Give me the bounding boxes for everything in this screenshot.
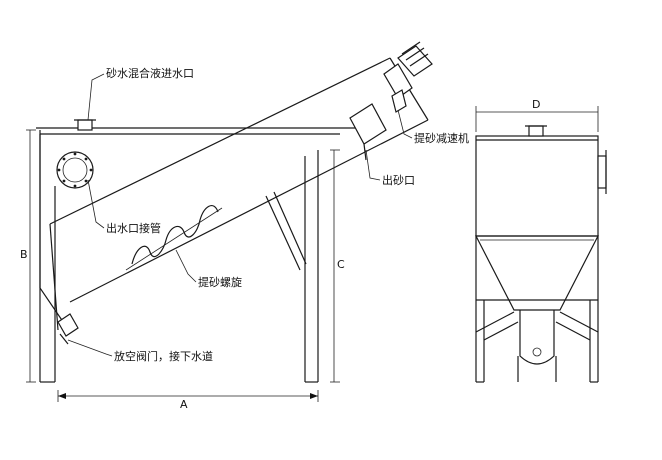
outlet-pipe-bore xyxy=(62,157,88,183)
front-view: D xyxy=(475,98,607,383)
tank-bottom-slope xyxy=(39,134,71,333)
outlet-pipe-flange xyxy=(56,151,94,189)
reducer-motor xyxy=(383,41,433,113)
front-inlet-pipe xyxy=(528,125,544,137)
front-brace-left xyxy=(475,311,515,333)
leader-drain xyxy=(67,339,113,357)
screw-shaft xyxy=(125,207,223,271)
screw-flights xyxy=(131,204,219,265)
leader-sand-outlet xyxy=(365,149,381,181)
label-sand-outlet: 出砂口 xyxy=(382,173,415,187)
support-brace-b xyxy=(273,191,307,265)
leader-screw xyxy=(175,249,197,283)
sand-outlet-chute xyxy=(363,143,367,161)
label-drain: 放空阀门，接下水道 xyxy=(114,349,213,363)
dim-b-label: B xyxy=(20,248,28,261)
screw-tube-bottom xyxy=(69,119,429,303)
front-side-outlet xyxy=(597,155,607,189)
leader-reducer xyxy=(397,109,413,139)
front-brace-right xyxy=(559,311,599,333)
support-brace-a xyxy=(265,195,301,271)
label-outlet-pipe: 出水口接管 xyxy=(106,221,161,235)
inlet-pipe xyxy=(77,119,93,131)
dim-a-label: A xyxy=(180,398,188,411)
front-sump xyxy=(519,310,555,365)
label-screw: 提砂螺旋 xyxy=(198,275,242,289)
leader-outlet-pipe xyxy=(87,179,105,229)
label-reducer: 提砂减速机 xyxy=(414,131,469,145)
drain-valve xyxy=(57,313,79,345)
dim-c-label: C xyxy=(337,258,345,271)
side-view: B C A 砂水混合液进水口 出水口接管 提砂螺旋 放空阀门，接下水道 出砂口 … xyxy=(20,41,469,411)
front-sump-drain xyxy=(532,347,542,357)
front-hopper xyxy=(475,235,599,311)
outlet-pipe-bolts xyxy=(57,152,93,188)
dim-d-label: D xyxy=(532,98,540,111)
label-inlet: 砂水混合液进水口 xyxy=(106,66,194,80)
sand-outlet-box xyxy=(349,103,387,145)
leader-inlet xyxy=(87,73,105,121)
screw-tube-end xyxy=(49,223,59,331)
screw-tube-top xyxy=(49,57,391,225)
